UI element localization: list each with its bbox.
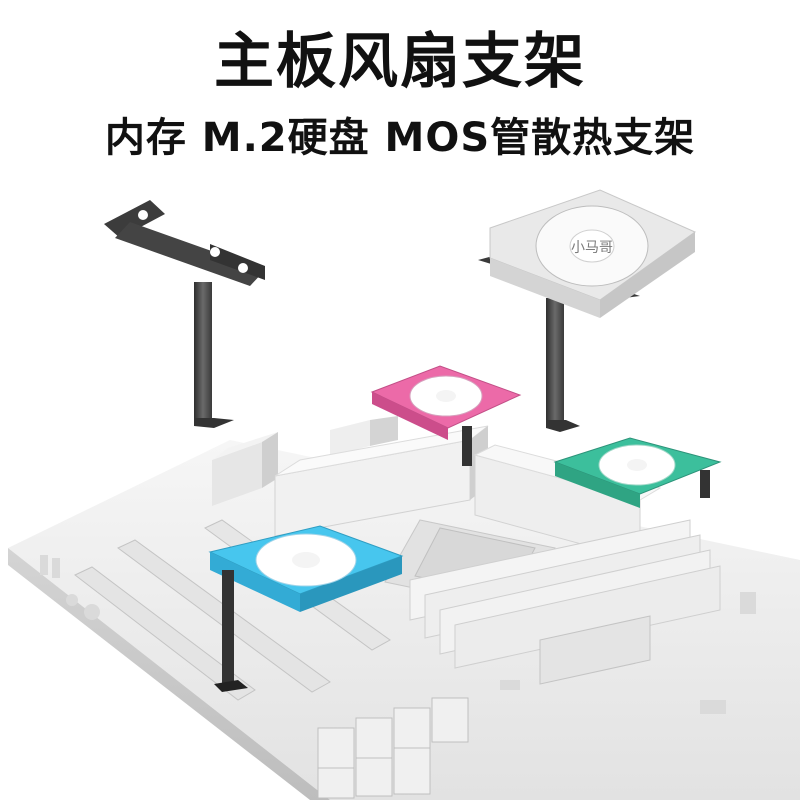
product-title: 主板风扇支架 (214, 27, 586, 97)
bracket-left (104, 200, 265, 428)
fan-teal (553, 437, 722, 508)
sata-ports (317, 697, 469, 799)
fan-hub-label: 小马哥 (571, 240, 613, 256)
board-components (40, 555, 756, 714)
fan-blue (208, 525, 404, 692)
product-subtitle: 内存 M.2硬盘 MOS管散热支架 (104, 115, 696, 161)
io-block (212, 416, 398, 506)
atx-connector (539, 615, 651, 685)
fan-pink (370, 365, 522, 466)
fan-white: 小马哥 (489, 189, 697, 318)
ram-modules (409, 519, 721, 669)
